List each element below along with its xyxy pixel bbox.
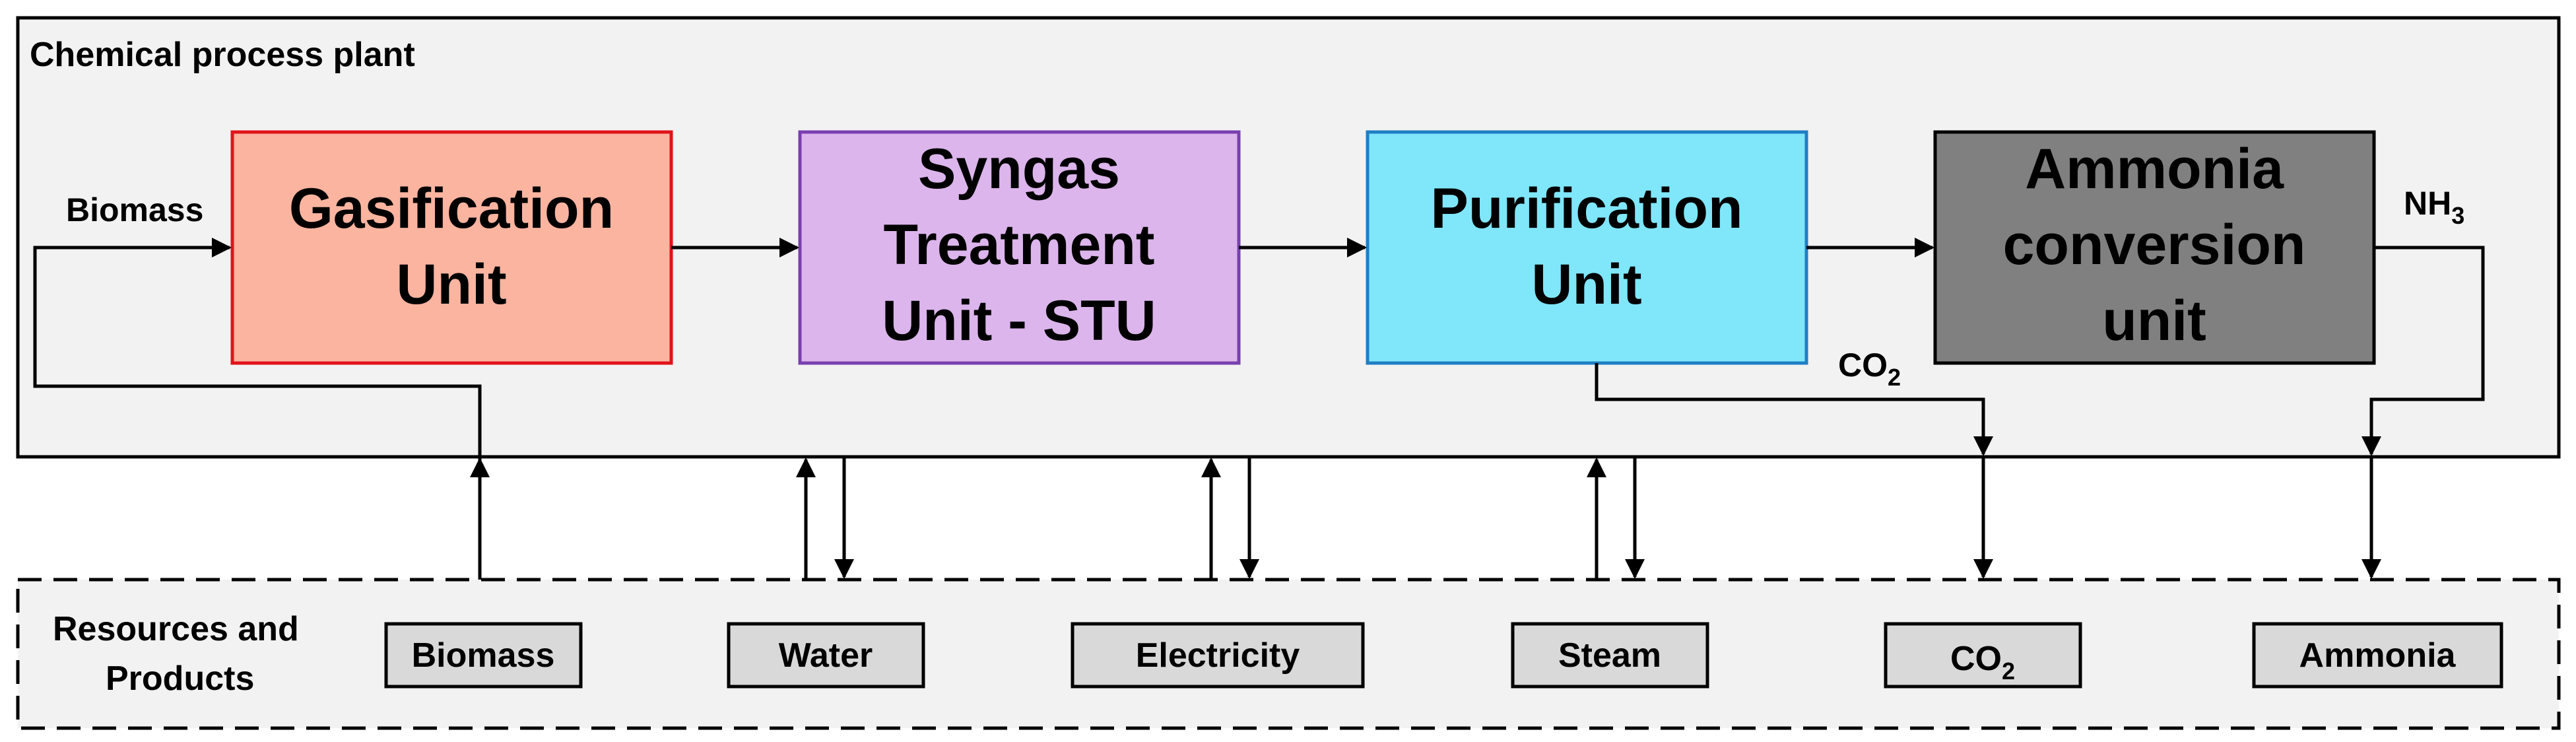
resource-steam: Steam [1511, 622, 1709, 689]
chemical-plant-label: Chemical process plant [30, 36, 415, 74]
flow-nh3-out [2361, 246, 2485, 456]
purification-unit: Purification Unit [1366, 130, 1808, 365]
resource-co2: CO2 [1884, 622, 2082, 689]
svg-text:Electricity: Electricity [1136, 636, 1300, 675]
ammonia-conversion-unit: Ammonia conversion unit [1933, 130, 2376, 365]
svg-text:unit: unit [2102, 289, 2206, 353]
svg-text:Purification: Purification [1430, 177, 1742, 240]
flow-biomass-feed [33, 238, 482, 580]
nh3-flow-label: NH3 [2404, 185, 2464, 229]
resources-label-line2: Products [106, 659, 254, 698]
resource-ammonia: Ammonia [2252, 622, 2503, 689]
biomass-flow-label: Biomass [66, 191, 203, 228]
svg-text:conversion: conversion [2003, 213, 2306, 277]
resource-biomass: Biomass [384, 622, 583, 689]
svg-text:CO2: CO2 [1950, 640, 2015, 685]
svg-text:Unit: Unit [396, 253, 506, 316]
gasification-unit: Gasification Unit [230, 130, 673, 365]
co2-flow-label: CO2 [1838, 347, 1901, 391]
svg-text:Unit - STU: Unit - STU [882, 289, 1156, 353]
syngas-treatment-unit: Syngas Treatment Unit - STU [798, 130, 1241, 365]
resource-electricity: Electricity [1071, 622, 1365, 689]
svg-text:Ammonia: Ammonia [2025, 137, 2284, 201]
svg-text:Syngas: Syngas [918, 137, 1120, 201]
svg-text:Unit: Unit [1531, 253, 1641, 316]
svg-text:Gasification: Gasification [289, 177, 614, 240]
svg-text:Steam: Steam [1558, 636, 1661, 675]
resource-water: Water [727, 622, 925, 689]
svg-text:Biomass: Biomass [412, 636, 555, 675]
svg-text:Ammonia: Ammonia [2299, 636, 2457, 675]
svg-text:Treatment: Treatment [883, 213, 1154, 277]
svg-text:Water: Water [779, 636, 873, 675]
resources-label-line1: Resources and [53, 610, 299, 648]
flow-co2-out [1595, 363, 1993, 456]
